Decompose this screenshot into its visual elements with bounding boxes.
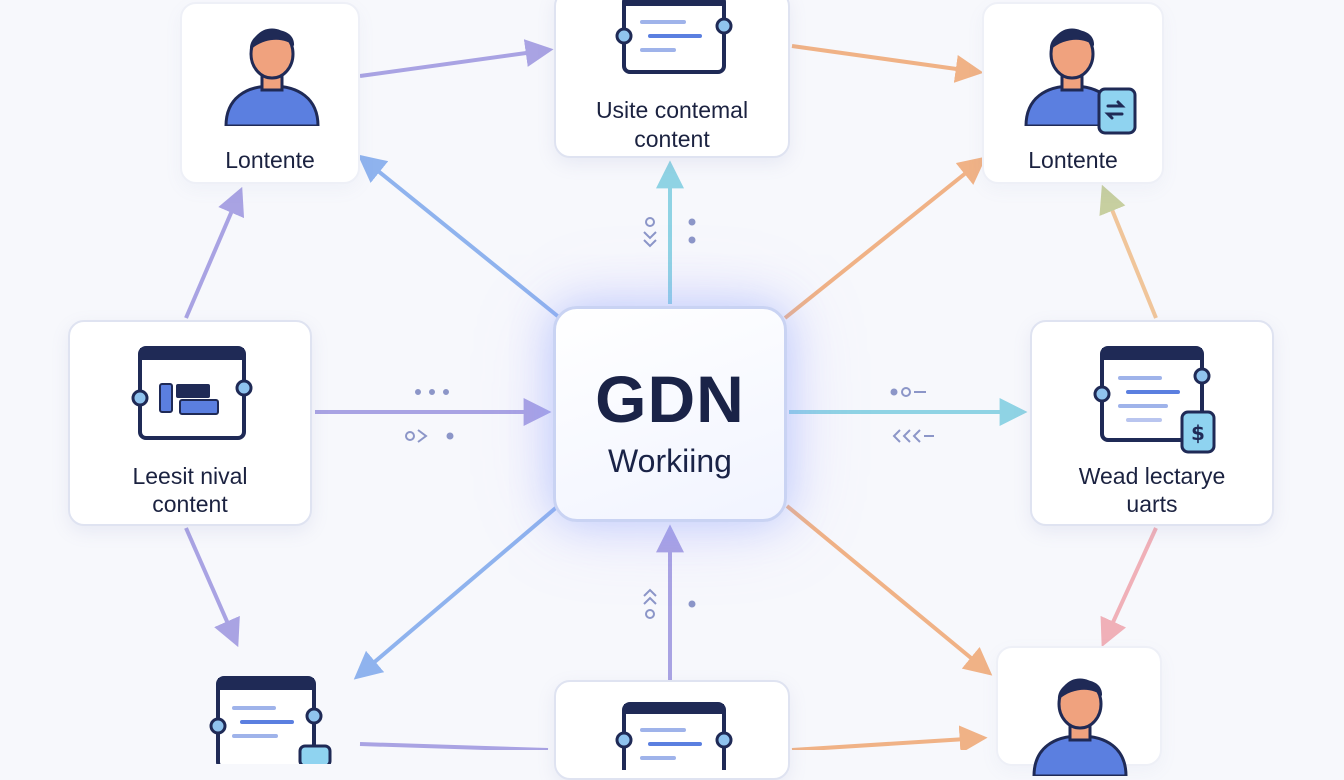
connector-dots-top: [643, 217, 696, 248]
arrow-center-to-bottom-right: [785, 504, 993, 676]
user-icon: [1024, 28, 1120, 126]
user-icon: [224, 28, 320, 126]
arrow-bottom-center-to-bottom-right: [791, 725, 988, 750]
browser-window-icon: [615, 0, 733, 74]
node-top-left-label: Lontente: [225, 147, 315, 173]
user-icon: [1032, 678, 1128, 776]
center-node[interactable]: GDN Workiing: [553, 306, 787, 522]
document-arrow-icon: [1097, 87, 1137, 135]
arrow-middle-left-to-top-left: [184, 186, 245, 319]
node-middle-right-label-line2: uarts: [1126, 491, 1178, 517]
node-top-right[interactable]: Lontente: [982, 2, 1164, 184]
node-top-center-label-line1: Usite contemal: [595, 97, 749, 123]
svg-text:$: $: [1191, 421, 1205, 445]
arrow-top-center-to-top-right: [791, 44, 984, 83]
node-middle-left[interactable]: Leesit nival content: [68, 320, 312, 526]
connector-dots-left: [405, 389, 454, 443]
node-middle-left-label-line2: content: [152, 491, 228, 517]
diagram-canvas: [184, 39, 1158, 750]
node-top-right-label: Lontente: [1028, 147, 1118, 173]
node-middle-left-label-line1: Leesit nival: [132, 463, 248, 489]
connector-dots-bottom: [643, 588, 696, 619]
node-bottom-left[interactable]: [180, 660, 360, 770]
browser-dollar-icon: $: [1093, 346, 1216, 454]
arrow-center-to-top-right: [783, 156, 987, 320]
browser-window-icon: [209, 676, 332, 764]
connector-dots-right: [890, 387, 934, 443]
arrow-top-left-to-top-center: [359, 39, 554, 78]
browser-window-icon: [615, 702, 733, 770]
arrow-middle-left-to-bottom-left: [184, 527, 240, 648]
node-top-left[interactable]: Lontente: [180, 2, 360, 184]
arrow-center-to-bottom-left: [353, 504, 560, 680]
node-bottom-right[interactable]: [996, 646, 1162, 776]
arrow-middle-right-to-top-right: [1099, 184, 1158, 319]
node-top-center[interactable]: Usite contemal content: [554, 0, 790, 158]
arrow-middle-right-to-bottom-right: [1100, 527, 1158, 648]
center-subtitle: Workiing: [608, 443, 732, 479]
node-middle-right[interactable]: $ Wead lectarye uarts: [1030, 320, 1274, 526]
center-title: GDN: [595, 362, 745, 436]
arrow-bottom-left-to-bottom-center: [359, 742, 549, 750]
node-middle-right-label-line1: Wead lectarye: [1078, 463, 1226, 489]
browser-window-icon: [131, 346, 253, 440]
node-top-center-label-line2: content: [634, 126, 710, 152]
arrow-center-to-top-left: [357, 154, 562, 320]
node-bottom-center[interactable]: [554, 680, 790, 780]
